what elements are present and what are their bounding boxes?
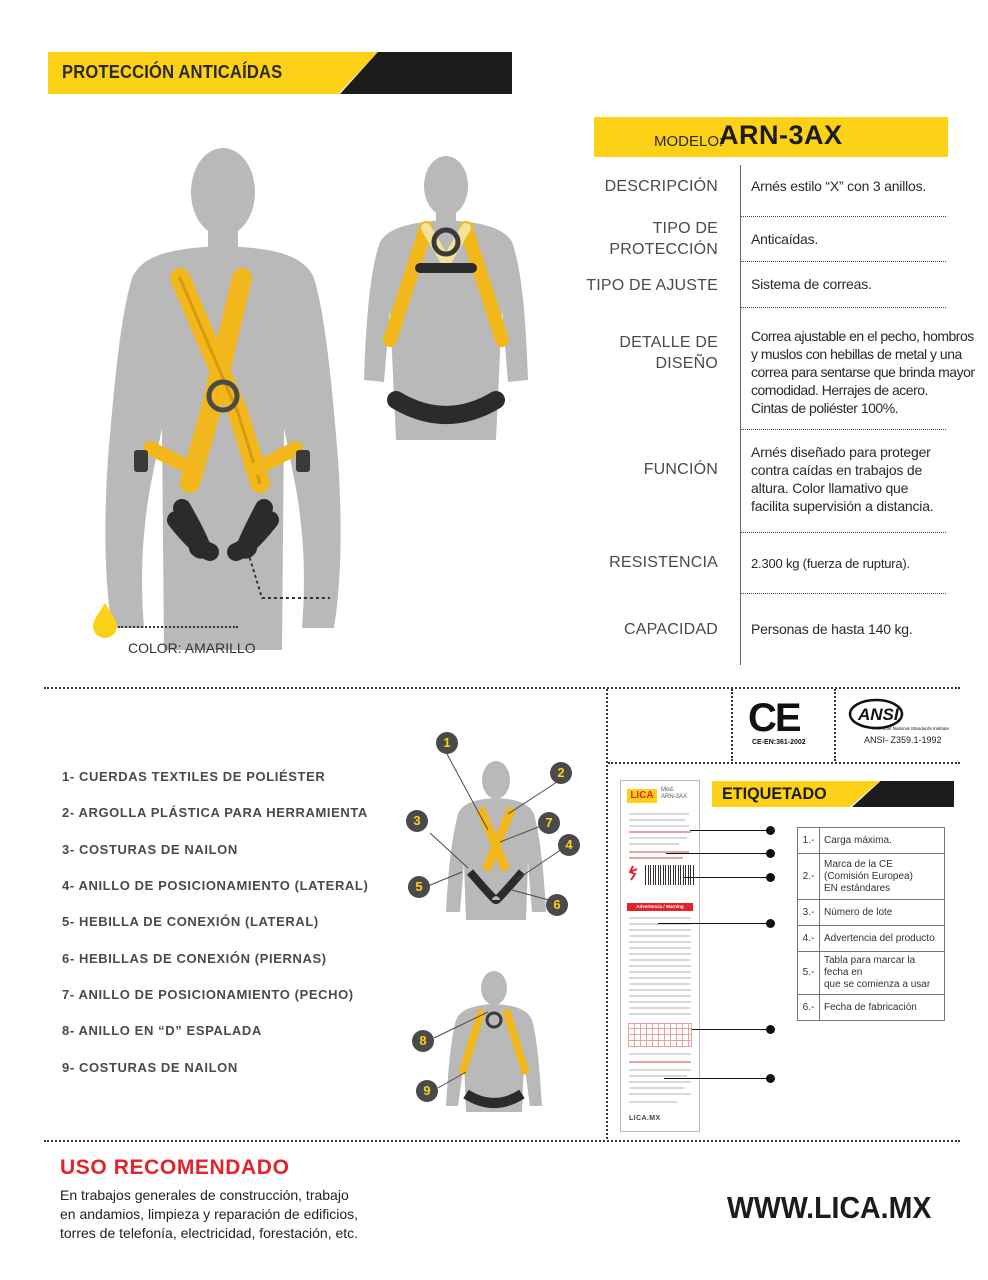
spec-value-capacidad: Personas de hasta 140 kg. <box>751 621 913 637</box>
spec-label-detalle-diseno: DETALLE DE DISEÑO <box>619 334 718 372</box>
ce-mark-logo: CE <box>748 696 802 740</box>
page-title: PROTECCIÓN ANTICAÍDAS <box>62 62 283 82</box>
label-legend-table: 1.-Carga máxima. 2.-Marca de la CE (Comi… <box>797 827 945 1021</box>
part-marker-2: 2 <box>550 762 572 784</box>
part-marker-6: 6 <box>546 894 568 916</box>
etiquetado-title: ETIQUETADO <box>722 784 827 803</box>
callout-line <box>658 923 766 924</box>
spec-label-tipo-proteccion: TIPO DE PROTECCIÓN <box>609 220 718 258</box>
part-marker-5: 5 <box>408 876 430 898</box>
part-marker-1: 1 <box>436 732 458 754</box>
harness-back-view-image <box>364 156 528 440</box>
product-label-image: LICA Mod. ARN-3AX Advertencia / Warning … <box>620 780 700 1132</box>
section-divider-vertical <box>606 689 608 1139</box>
spec-separator <box>740 307 946 308</box>
section-divider <box>608 762 960 764</box>
callout-line <box>692 1029 766 1030</box>
spec-table-divider <box>740 165 741 665</box>
part-item: 9- COSTURAS DE NAILON <box>62 1060 238 1075</box>
barcode-image <box>645 865 695 885</box>
spec-value-resistencia: 2.300 kg (fuerza de ruptura). <box>751 556 910 571</box>
spec-value-funcion: Arnés diseñado para proteger contra caíd… <box>751 444 934 514</box>
cert-divider <box>731 689 733 761</box>
part-marker-3: 3 <box>406 810 428 832</box>
spec-label-descripcion: DESCRIPCIÓN <box>604 178 718 195</box>
part-marker-4: 4 <box>558 834 580 856</box>
part-item: 3- COSTURAS DE NAILON <box>62 842 238 857</box>
label-brand-logo: LICA <box>627 789 657 803</box>
spec-label-capacidad: CAPACIDAD <box>624 621 718 638</box>
spec-separator <box>740 216 946 217</box>
callout-dot-4 <box>766 919 775 928</box>
part-item: 1- CUERDAS TEXTILES DE POLIÉSTER <box>62 769 326 784</box>
part-item: 2- ARGOLLA PLÁSTICA PARA HERRAMIENTA <box>62 805 368 820</box>
header-banner-yellow <box>48 52 378 94</box>
color-drop-icon <box>93 603 117 638</box>
callout-dot-1 <box>766 826 775 835</box>
spec-value-tipo-ajuste: Sistema de correas. <box>751 276 872 292</box>
spec-separator <box>740 429 946 430</box>
legend-row: 1.-Carga máxima. <box>797 827 945 854</box>
part-item: 6- HEBILLAS DE CONEXIÓN (PIERNAS) <box>62 951 327 966</box>
model-banner <box>594 117 948 157</box>
callout-line <box>664 1078 766 1079</box>
model-label: MODELO: <box>654 133 724 150</box>
ce-standard-code: CE-EN:361-2002 <box>752 739 806 746</box>
fall-hazard-icon <box>627 865 639 881</box>
website-link[interactable]: WWW.LICA.MX <box>727 1190 932 1225</box>
callout-dot-3 <box>766 873 775 882</box>
parts-diagram-front <box>446 761 546 920</box>
spec-separator <box>740 532 946 533</box>
callout-dot-5 <box>766 1025 775 1034</box>
model-value: ARN-3AX <box>719 120 843 150</box>
legend-row: 6.-Fecha de fabricación <box>797 994 945 1021</box>
part-marker-7: 7 <box>538 812 560 834</box>
legend-row: 2.-Marca de la CE (Comisión Europea) EN … <box>797 853 945 900</box>
label-model-text: Mod. ARN-3AX <box>661 787 688 800</box>
spec-value-descripcion: Arnés estilo “X” con 3 anillos. <box>751 178 927 194</box>
uso-recomendado-text: En trabajos generales de construcción, t… <box>60 1187 359 1241</box>
legend-row: 5.-Tabla para marcar la fecha en que se … <box>797 951 945 995</box>
usage-date-grid <box>628 1023 692 1047</box>
spec-label-resistencia: RESISTENCIA <box>609 554 718 571</box>
part-item: 8- ANILLO EN “D” ESPALADA <box>62 1023 262 1038</box>
label-website-text: LICA.MX <box>629 1115 661 1122</box>
label-warning-banner: Advertencia / Warning <box>627 903 693 911</box>
spec-label-tipo-ajuste: TIPO DE AJUSTE <box>586 277 718 294</box>
uso-recomendado-title: USO RECOMENDADO <box>60 1156 290 1179</box>
marker-leader-lines <box>427 753 569 1089</box>
part-item: 7- ANILLO DE POSICIONAMIENTO (PECHO) <box>62 987 354 1002</box>
spec-separator <box>740 261 946 262</box>
section-divider <box>44 1140 960 1142</box>
part-marker-9: 9 <box>416 1080 438 1102</box>
harness-front-view-image <box>105 148 341 650</box>
callout-line <box>666 853 766 854</box>
spec-value-detalle-diseno: Correa ajustable en el pecho, hombros y … <box>751 328 975 416</box>
ansi-logo: ANSI American National Standards Institu… <box>848 698 950 731</box>
color-label: COLOR: AMARILLO <box>128 640 256 656</box>
spec-value-tipo-proteccion: Anticaídas. <box>751 231 819 247</box>
ansi-subtitle-text: American National Standards Institute <box>872 726 950 731</box>
callout-line <box>684 877 766 878</box>
spec-separator <box>740 593 946 594</box>
callout-dot-6 <box>766 1074 775 1083</box>
callout-dot-2 <box>766 849 775 858</box>
part-item: 4- ANILLO DE POSICIONAMIENTO (LATERAL) <box>62 878 369 893</box>
ansi-mark-text: ANSI <box>857 705 900 724</box>
part-item: 5- HEBILLA DE CONEXIÓN (LATERAL) <box>62 914 319 929</box>
callout-line <box>690 830 766 831</box>
etiquetado-banner-yellow <box>712 781 880 807</box>
spec-label-funcion: FUNCIÓN <box>643 461 718 478</box>
section-divider <box>44 687 960 689</box>
legend-row: 3.-Número de lote <box>797 899 945 926</box>
cert-divider <box>834 689 836 761</box>
ansi-standard-code: ANSI- Z359.1-1992 <box>864 735 942 745</box>
part-marker-8: 8 <box>412 1030 434 1052</box>
parts-diagram-back <box>446 971 542 1112</box>
legend-row: 4.-Advertencia del producto <box>797 925 945 952</box>
color-leader-line <box>118 626 238 628</box>
